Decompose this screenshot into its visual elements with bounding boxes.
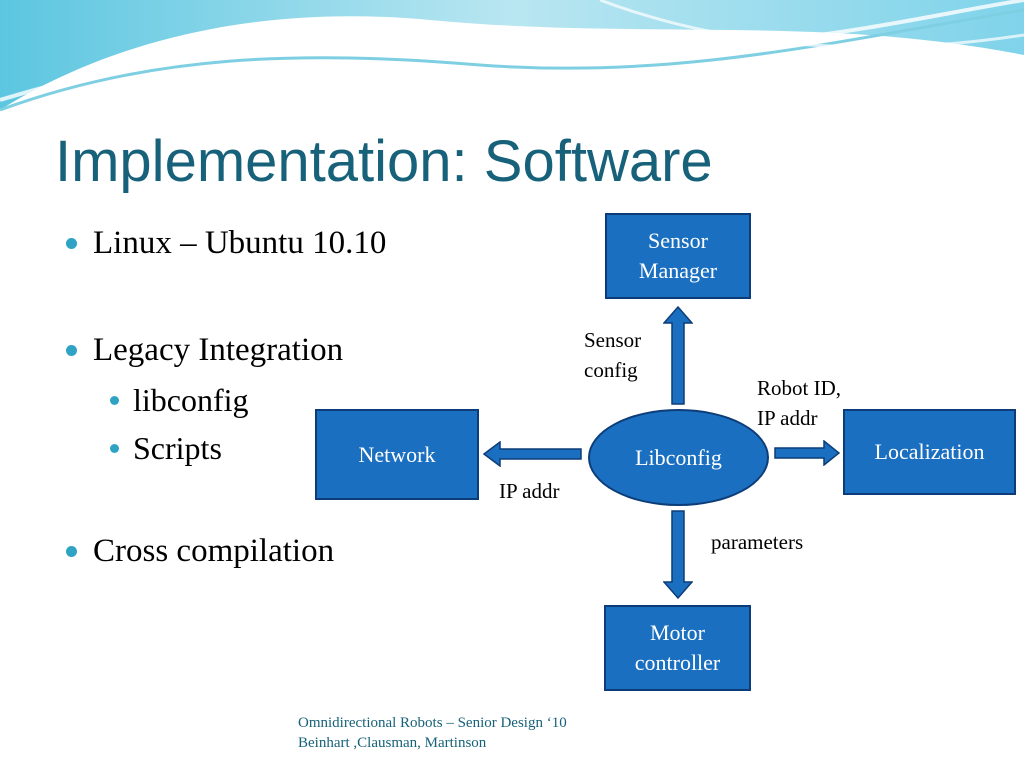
footer-line-1: Omnidirectional Robots – Senior Design ‘… [298, 715, 567, 731]
bullet-item: Cross compilation [66, 533, 334, 570]
node-label-line: Manager [638, 258, 718, 283]
node-network: Network [315, 409, 479, 500]
bullet-text: Scripts [133, 430, 222, 466]
edge-label-line: Sensor [584, 328, 642, 352]
edge-label-line: IP addr [757, 406, 818, 430]
node-label-line: Sensor [648, 228, 708, 253]
sub-bullet-item: libconfig [110, 382, 249, 419]
bullet-item: Linux – Ubuntu 10.10 [66, 225, 386, 262]
node-libconfig: Libconfig [588, 409, 769, 506]
bullet-dot-icon [66, 238, 77, 249]
slide-title: Implementation: Software [55, 129, 713, 194]
arrow-left-icon [483, 441, 582, 467]
bullet-dot-icon [66, 546, 77, 557]
arrow-right-icon [774, 440, 840, 466]
node-label: Libconfig [635, 444, 722, 470]
node-label-line: controller [634, 650, 721, 675]
bullet-text: libconfig [133, 382, 249, 418]
edge-label-sensor-config: Sensor config [584, 325, 641, 385]
edge-label-parameters: parameters [711, 530, 804, 554]
slide-footer: Omnidirectional Robots – Senior Design ‘… [298, 713, 567, 753]
decorative-wave-header [0, 0, 1024, 112]
bullet-dot-icon [110, 396, 119, 405]
edge-label-line: config [584, 358, 638, 382]
bullet-dot-icon [110, 444, 119, 453]
node-motor-controller: Motor controller [604, 605, 751, 691]
node-label: Localization [874, 439, 985, 464]
node-sensor-manager: Sensor Manager [605, 213, 751, 299]
sub-bullet-item: Scripts [110, 430, 222, 467]
bullet-dot-icon [66, 345, 77, 356]
edge-label-robot-id: Robot ID, IP addr [757, 373, 841, 433]
node-label-line: Motor [650, 620, 705, 645]
bullet-text: Cross compilation [93, 533, 335, 569]
footer-line-2: Beinhart ,Clausman, Martinson [298, 735, 487, 751]
bullet-text: Linux – Ubuntu 10.10 [93, 225, 387, 261]
arrow-down-icon [663, 510, 693, 600]
node-label: Network [358, 441, 436, 467]
edge-label-ip-addr: IP addr [499, 479, 560, 503]
bullet-text: Legacy Integration [93, 332, 344, 368]
node-localization: Localization [843, 409, 1016, 495]
arrow-up-icon [663, 306, 693, 405]
edge-label-line: Robot ID, [757, 376, 841, 400]
bullet-item: Legacy Integration [66, 332, 343, 369]
